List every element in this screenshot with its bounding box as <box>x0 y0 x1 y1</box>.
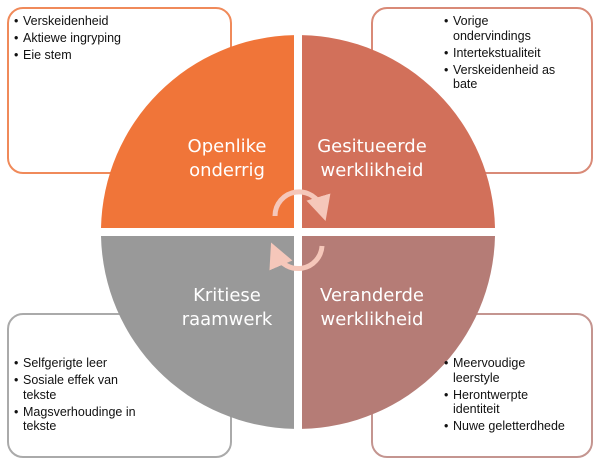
list-item: Verskeidenheid <box>14 14 214 29</box>
quadrant-veranderde <box>302 236 495 429</box>
title-line: raamwerk <box>181 309 273 330</box>
title-line: Kritiese <box>193 285 261 306</box>
quadrant-gesitueerde <box>302 35 495 228</box>
quadrant-kritiese <box>101 236 294 429</box>
list-item: Magsverhoudinge in tekste <box>14 405 154 434</box>
cycle-arrow-bottom-icon <box>269 242 325 272</box>
list-item: Herontwerpte identiteit <box>444 388 553 417</box>
title-line: werklikheid <box>320 309 424 330</box>
openlike-title: Openlike onderrig <box>152 135 302 183</box>
list-item: Sosiale effek van tekste <box>14 373 154 402</box>
title-line: Openlike <box>187 136 267 157</box>
list-item: Verskeidenheid as bate <box>444 63 569 92</box>
list-item: Intertekstualiteit <box>444 46 569 61</box>
gesitueerde-title: Gesitueerde werklikheid <box>297 135 447 183</box>
list-item: Selfgerigte leer <box>14 356 154 371</box>
quadrant-openlike <box>101 35 294 228</box>
title-line: werklikheid <box>320 160 424 181</box>
title-line: Gesitueerde <box>317 136 427 157</box>
list-item: Vorige ondervindings <box>444 14 569 43</box>
veranderde-list: Meervoudige leerstyle Herontwerpte ident… <box>444 356 594 436</box>
list-item: Aktiewe ingryping <box>14 31 214 46</box>
kritiese-list: Selfgerigte leer Sosiale effek van tekst… <box>14 356 154 436</box>
kritiese-title: Kritiese raamwerk <box>152 284 302 332</box>
openlike-list: Verskeidenheid Aktiewe ingryping Eie ste… <box>14 14 214 65</box>
gesitueerde-list: Vorige ondervindings Intertekstualiteit … <box>444 14 569 94</box>
list-item: Nuwe geletterdhede <box>444 419 594 434</box>
list-item: Meervoudige leerstyle <box>444 356 553 385</box>
veranderde-title: Veranderde werklikheid <box>297 284 447 332</box>
title-line: onderrig <box>189 160 265 181</box>
list-item: Eie stem <box>14 48 214 63</box>
title-line: Veranderde <box>320 285 424 306</box>
cycle-arrow-top-icon <box>272 189 331 221</box>
